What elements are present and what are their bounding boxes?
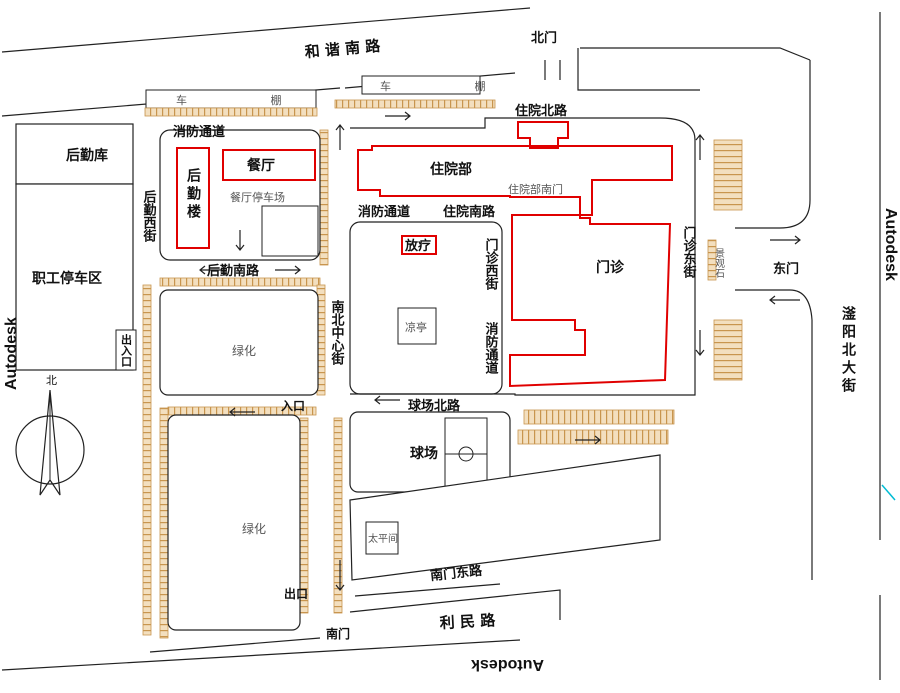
road-label-houqin-nan-lu: 后勤南路 (207, 263, 260, 279)
area-label-canteen-parking: 餐厅停车场 (230, 190, 285, 204)
building-label-court: 球场 (410, 445, 438, 462)
area-label-bike-shed-north: 车 棚 (380, 79, 526, 93)
watermark-left: Autodesk (3, 317, 20, 390)
building-label-radiotherapy: 放疗 (404, 238, 431, 254)
radiotherapy-building (401, 235, 437, 255)
road-lines (1, 7, 881, 680)
logistics-block (159, 129, 321, 261)
morgue-box (365, 521, 399, 555)
gate-label-exit: 出口 (284, 586, 308, 601)
building-label-morgue: 太平间 (368, 532, 398, 545)
building-label-logistics: 后勤楼 (185, 167, 201, 222)
gate-label-south: 南门 (326, 626, 350, 641)
road-label-xiaofang-mid: 消防通道 (358, 204, 410, 220)
parking-strips (142, 99, 743, 639)
road-label-fuyang-bei-da-jie: 滏阳北大街 (840, 305, 857, 396)
south-east-block (349, 454, 661, 581)
building-label-logistics-warehouse: 后勤库 (66, 147, 108, 164)
traffic-arrows (199, 60, 801, 591)
road-label-menzhen-xi-jie: 门诊西街 (483, 237, 500, 291)
green-area-south (167, 414, 301, 631)
road-label-qiuchang-bei-lu: 球场北路 (408, 398, 461, 414)
building-label-outpatient: 门诊 (596, 259, 625, 276)
entrance-exit-box (115, 329, 137, 371)
bike-shed-north (361, 75, 481, 95)
staff-parking-block (15, 183, 134, 371)
hospital-block (350, 117, 696, 396)
compass-north-label: 北 (46, 374, 57, 387)
road-label-limin-lu: 利 民 路 (439, 611, 496, 632)
green-area-north (159, 289, 319, 396)
building-label-inpatient: 住院部 (430, 161, 472, 178)
area-label-green-north: 绿化 (232, 343, 256, 358)
watermark-right: Autodesk (882, 208, 899, 281)
watermark-bottom: Autodesk (471, 656, 544, 673)
red-buildings (176, 121, 673, 388)
road-label-xiaofang-vertical: 消防通道 (483, 321, 499, 375)
road-label-xiaofang-top: 消防通道 (173, 124, 225, 140)
building-label-canteen: 餐厅 (246, 157, 275, 174)
building-label-landscape-stone: 景观石 (713, 248, 725, 278)
road-label-zhuyuan-bei-lu: 住院北路 (515, 103, 568, 119)
area-label-staff-parking: 职工停车区 (32, 270, 102, 287)
north-entrance-canopy (517, 121, 569, 149)
logistics-warehouse-block (15, 123, 134, 185)
logistics-building (176, 147, 210, 249)
building-label-pavilion: 凉亭 (405, 320, 427, 334)
area-label-green-south: 绿化 (242, 521, 266, 536)
road-label-houqin-xi-jie: 后勤西街 (141, 189, 158, 243)
pavilion-box (397, 307, 437, 345)
road-label-hexie-nan-lu: 和 谐 南 路 (304, 37, 382, 62)
compass-icon (15, 389, 85, 496)
road-label-zhuyuan-nan-lu: 住院南路 (443, 204, 496, 220)
gate-label-entrance-exit: 出入口 (120, 333, 133, 368)
area-label-bike-shed-west: 车 棚 (176, 93, 322, 107)
canteen-parking-outline (261, 205, 319, 257)
accent-line (881, 484, 896, 501)
road-label-nanmen-dong-lu: 南门东路 (429, 563, 483, 584)
canteen-building (222, 149, 316, 181)
gate-label-entrance: 入口 (281, 399, 305, 413)
road-label-menzhen-dong-jie: 门诊东街 (681, 225, 698, 279)
gate-label-north: 北门 (531, 30, 557, 46)
building-label-inpatient-south-gate: 住院部南门 (508, 182, 563, 196)
gate-label-east: 东门 (773, 261, 799, 277)
outpatient-building (509, 214, 672, 388)
road-label-nanbei-zhongxin-jie: 南北中心街 (329, 299, 346, 366)
